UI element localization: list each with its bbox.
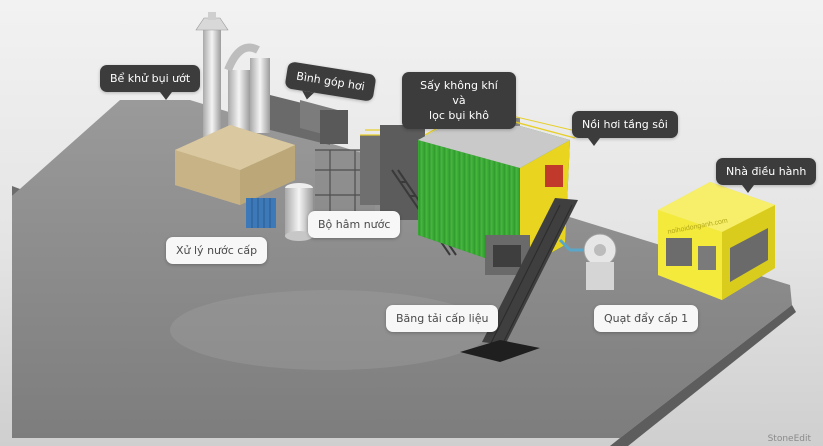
callout-tail: [160, 92, 172, 100]
cyclone-separators: [224, 43, 270, 140]
label-wet-scrubber-text: Bể khử bụi ướt: [110, 72, 191, 85]
label-fd-fan-text: Quạt đẩy cấp 1: [604, 312, 689, 325]
label-fluidized-boiler-text: Nồi hơi tầng sôi: [582, 118, 668, 131]
label-feed-conveyor: Băng tải cấp liệu: [386, 305, 499, 332]
label-air-preheater: Sấy không khí và lọc bụi khô: [402, 72, 516, 129]
forced-draft-fan: [558, 233, 617, 290]
control-house: [658, 182, 775, 300]
watermark: StoneEdit: [767, 434, 811, 444]
label-wet-scrubber: Bể khử bụi ướt: [100, 65, 201, 100]
label-fluidized-boiler: Nồi hơi tầng sôi: [572, 111, 678, 146]
label-water-treatment-text: Xử lý nước cấp: [176, 244, 258, 257]
callout-tail: [412, 114, 424, 122]
feed-conveyor: [460, 198, 578, 362]
label-air-preheater-line1: Sấy không khí và: [420, 79, 498, 107]
flue-duct: [270, 95, 348, 145]
callout-tail: [588, 138, 600, 146]
label-fd-fan: Quạt đẩy cấp 1: [594, 305, 699, 332]
label-steam-header-text: Bình góp hơi: [295, 69, 366, 94]
label-economizer-text: Bộ hâm nước: [318, 218, 391, 231]
label-control-house-text: Nhà điều hành: [726, 165, 807, 178]
callout-tail: [300, 90, 315, 101]
callout-tail: [742, 185, 754, 193]
label-control-house: Nhà điều hành: [716, 158, 817, 193]
chimney-stack: [195, 12, 229, 158]
label-feed-conveyor-text: Băng tải cấp liệu: [396, 312, 489, 325]
water-treatment-unit: [246, 183, 313, 241]
wet-scrubber-basin: [175, 125, 295, 205]
label-air-preheater-line2: lọc bụi khô: [429, 109, 489, 122]
label-water-treatment: Xử lý nước cấp: [166, 237, 268, 264]
label-economizer: Bộ hâm nước: [308, 211, 401, 238]
